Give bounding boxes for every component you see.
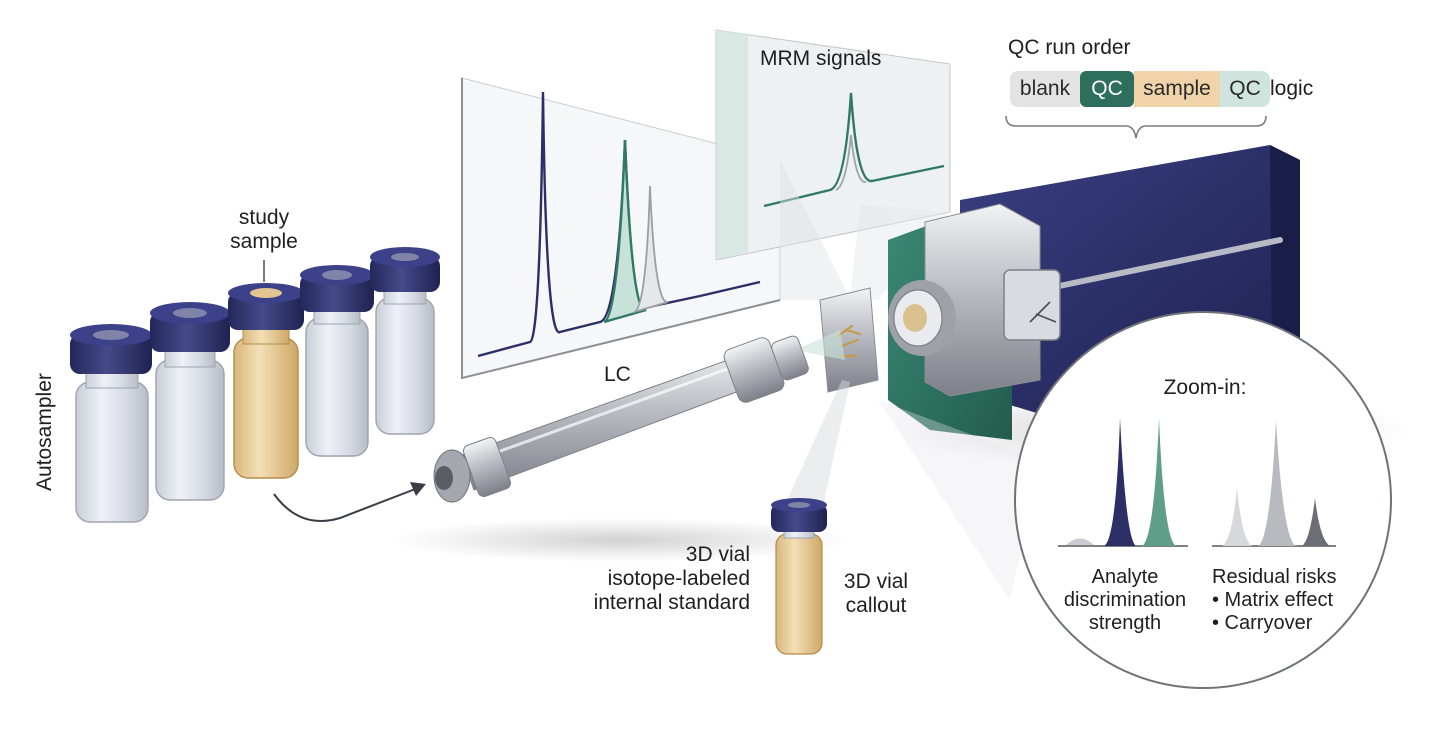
- mrm-trace: [763, 92, 945, 208]
- lc-column: [433, 335, 809, 503]
- internal-standard-label: 3D vial isotope-labeled internal standar…: [593, 543, 750, 615]
- qc-chip-sample: sample: [1134, 71, 1220, 107]
- chromatogram-panel: [461, 77, 781, 380]
- residual-risks-label: Residual risks • Matrix effect • Carryov…: [1212, 566, 1337, 634]
- analyte-discrimination-label: Analyte discrimination strength: [1063, 566, 1187, 634]
- zoom-residual-peaks: [1212, 420, 1336, 547]
- qc-chip-blank: blank: [1010, 71, 1080, 107]
- vial-1: [70, 324, 152, 523]
- interferent-peak: [633, 185, 669, 313]
- vial-callout-label: 3D vial callout: [843, 570, 909, 618]
- column-shadow: [390, 518, 850, 562]
- callout-beam: [778, 380, 850, 520]
- study-sample-label: study sample: [230, 206, 298, 254]
- qc-bracket: [1005, 115, 1267, 139]
- flow-arrowhead: [410, 482, 426, 496]
- vial-4: [300, 265, 374, 457]
- flow-arrow: [273, 487, 419, 522]
- vial-2: [150, 302, 230, 501]
- ion-source-plate: [795, 287, 879, 393]
- qc-chip-qc-second: QC: [1220, 71, 1270, 107]
- vial-5: [370, 247, 440, 435]
- qc-run-order-bar: blank QC sample QC: [1010, 71, 1270, 107]
- mrm-panel: [715, 29, 951, 261]
- lc-label: LC: [604, 363, 631, 386]
- vial-study-sample: [228, 283, 304, 479]
- internal-standard-vial: [771, 498, 827, 655]
- qc-run-order-title: QC run order: [1008, 36, 1131, 59]
- mrm-signals-label: MRM signals: [760, 47, 882, 70]
- autosampler-label: Autosampler: [32, 373, 56, 492]
- qc-logic-label: logic: [1270, 77, 1314, 100]
- zoom-analyte-peaks: [1058, 418, 1188, 547]
- zoom-in-circle: [1014, 311, 1392, 689]
- zoom-in-title: Zoom-in:: [1163, 376, 1247, 399]
- zoom-beam: [878, 400, 1040, 600]
- qc-chip-qc-first: QC: [1080, 71, 1134, 107]
